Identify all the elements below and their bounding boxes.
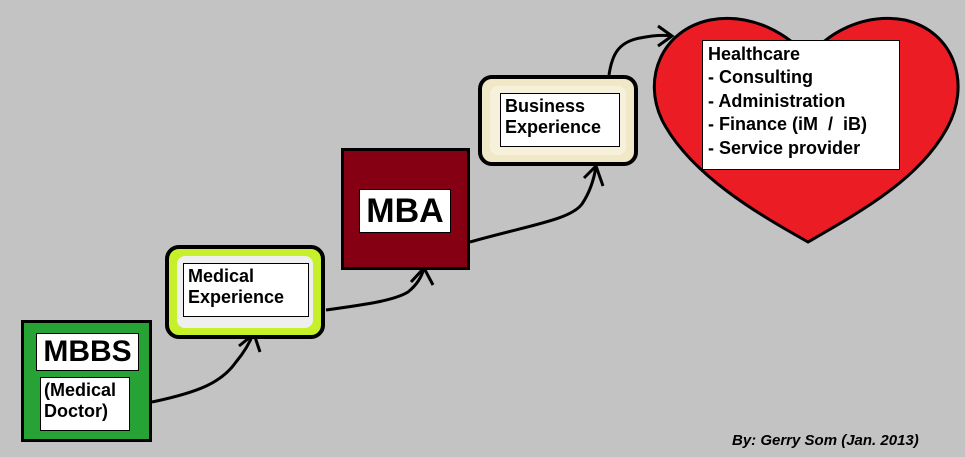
bizexp-label: Business Experience (500, 93, 620, 147)
step-mbbs: MBBS (Medical Doctor) (21, 320, 152, 442)
author-credit: By: Gerry Som (Jan. 2013) (732, 432, 919, 449)
healthcare-item: - Finance (iM / iB) (708, 114, 868, 135)
mba-title: MBA (359, 189, 451, 233)
arrow-medexp-to-mba (325, 267, 426, 312)
healthcare-item: - Consulting (708, 67, 813, 88)
arrow-bizexp-to-heart (607, 33, 673, 76)
arrow-mba-to-bizexp (469, 165, 598, 244)
arrowhead-4 (657, 24, 675, 48)
medexp-line: Medical (188, 266, 255, 286)
mbbs-subtitle-line: Doctor) (44, 400, 108, 421)
step-medical-experience: Medical Experience (165, 245, 325, 339)
step-mba: MBA (341, 148, 470, 270)
bizexp-line: Experience (505, 116, 602, 137)
healthcare-title: Healthcare (708, 44, 801, 64)
healthcare-item: - Administration (708, 90, 846, 111)
arrow-mbbs-to-medexp (151, 333, 255, 404)
mbbs-subtitle: (Medical Doctor) (40, 377, 130, 431)
arrowhead-3 (582, 163, 605, 187)
step-business-experience: Business Experience (478, 75, 638, 166)
medexp-line: Experience (188, 286, 285, 307)
mbbs-title: MBBS (36, 333, 139, 371)
healthcare-label: Healthcare - Consulting - Administration… (702, 40, 900, 170)
mbbs-subtitle-line: (Medical (44, 380, 117, 400)
medexp-label: Medical Experience (183, 263, 309, 317)
healthcare-item: - Service provider (708, 137, 861, 158)
bizexp-line: Business (505, 96, 586, 116)
